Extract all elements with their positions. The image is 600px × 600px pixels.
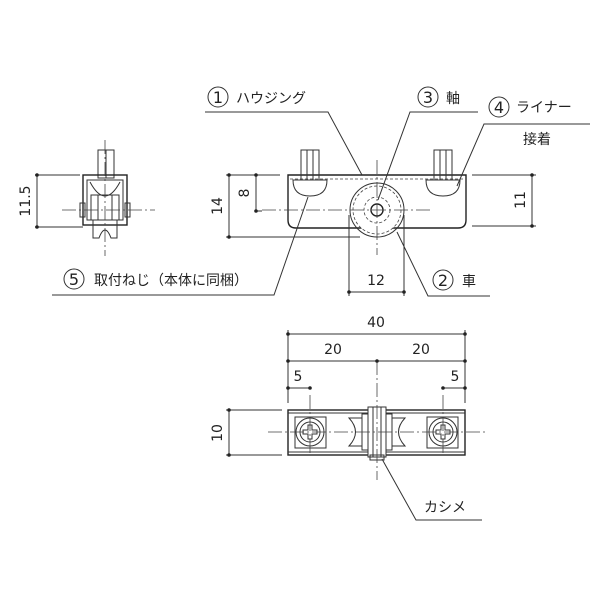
label-axle: 3 軸	[377, 86, 478, 201]
label-wheel: 2 車	[396, 231, 490, 297]
dim-left-height: 11.5	[18, 185, 34, 216]
dim-half-right: 20	[412, 342, 430, 358]
dim-bottom-width: 10	[210, 424, 226, 442]
side-view: 14 8 11 12	[210, 149, 536, 296]
svg-text:取付ねじ（本体に同梱）: 取付ねじ（本体に同梱）	[94, 273, 248, 289]
dim-side-right-height: 11	[513, 191, 529, 209]
svg-text:1: 1	[213, 88, 223, 107]
dim-side-total-height: 14	[210, 197, 226, 215]
dim-total-length: 40	[367, 315, 385, 331]
dim-side-axle-height: 8	[237, 189, 253, 198]
svg-text:軸: 軸	[446, 91, 460, 107]
svg-text:ハウジング: ハウジング	[236, 91, 306, 107]
dim-wheel-width: 12	[367, 273, 385, 289]
dim-half-left: 20	[324, 342, 342, 358]
label-screw: 5 取付ねじ（本体に同梱）	[52, 196, 309, 296]
label-housing: 1 ハウジング	[205, 86, 363, 176]
svg-text:4: 4	[494, 98, 504, 117]
label-caulk: カシメ	[424, 500, 466, 516]
plan-view: 40 20 20 5 5 10 カシメ	[210, 315, 488, 521]
dim-screw-offset-left: 5	[294, 369, 303, 385]
svg-text:5: 5	[69, 270, 79, 289]
svg-text:ライナー: ライナー	[516, 100, 572, 116]
svg-text:接着: 接着	[523, 131, 551, 148]
end-view: 11.5	[18, 140, 155, 256]
label-liner: 4 ライナー 接着	[456, 96, 590, 187]
svg-text:車: 車	[462, 273, 476, 290]
svg-text:2: 2	[438, 271, 448, 290]
dim-screw-offset-right: 5	[451, 369, 460, 385]
svg-text:3: 3	[423, 88, 433, 107]
